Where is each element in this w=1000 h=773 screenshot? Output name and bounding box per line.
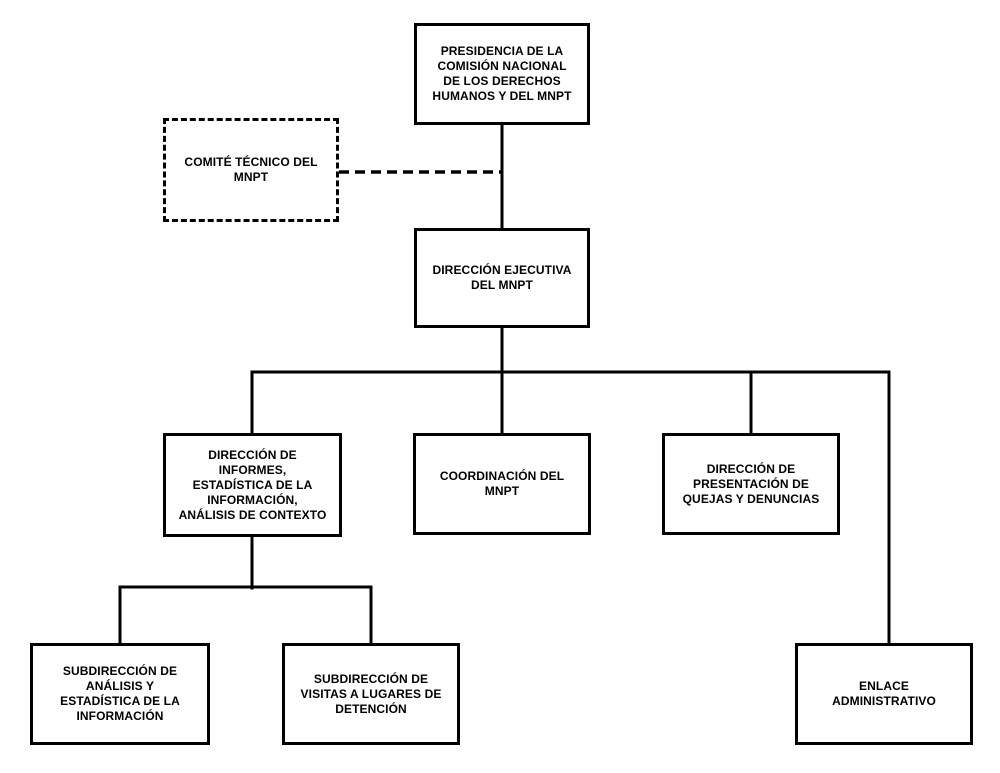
org-node-coordinacion-label: COORDINACIÓN DEL MNPT — [439, 469, 565, 498]
org-node-subdireccion-analisis: SUBDIRECCIÓN DE ANÁLISIS Y ESTADÍSTICA D… — [30, 643, 210, 745]
org-node-enlace-administrativo: ENLACE ADMINISTRATIVO — [795, 643, 973, 745]
org-node-enlace-administrativo-label: ENLACE ADMINISTRATIVO — [832, 679, 936, 708]
org-node-direccion-informes-label: DIRECCIÓN DE INFORMES, ESTADÍSTICA DE LA… — [178, 447, 327, 522]
org-node-direccion-informes: DIRECCIÓN DE INFORMES, ESTADÍSTICA DE LA… — [163, 433, 342, 537]
org-node-coordinacion: COORDINACIÓN DEL MNPT — [413, 433, 591, 535]
org-node-comite-tecnico: COMITÉ TÉCNICO DEL MNPT — [163, 118, 339, 222]
org-node-presidencia: PRESIDENCIA DE LA COMISIÓN NACIONAL DE L… — [414, 23, 590, 125]
org-node-comite-tecnico-label: COMITÉ TÉCNICO DEL MNPT — [184, 155, 318, 184]
org-node-direccion-quejas-label: DIRECCIÓN DE PRESENTACIÓN DE QUEJAS Y DE… — [682, 461, 820, 506]
org-node-direccion-ejecutiva: DIRECCIÓN EJECUTIVA DEL MNPT — [414, 228, 590, 328]
org-node-subdireccion-visitas-label: SUBDIRECCIÓN DE VISITAS A LUGARES DE DET… — [300, 671, 442, 716]
org-node-direccion-ejecutiva-label: DIRECCIÓN EJECUTIVA DEL MNPT — [432, 263, 572, 292]
org-node-direccion-quejas: DIRECCIÓN DE PRESENTACIÓN DE QUEJAS Y DE… — [662, 433, 840, 535]
org-node-subdireccion-analisis-label: SUBDIRECCIÓN DE ANÁLISIS Y ESTADÍSTICA D… — [60, 664, 180, 723]
org-node-presidencia-label: PRESIDENCIA DE LA COMISIÓN NACIONAL DE L… — [432, 44, 572, 103]
org-node-subdireccion-visitas: SUBDIRECCIÓN DE VISITAS A LUGARES DE DET… — [282, 643, 460, 745]
